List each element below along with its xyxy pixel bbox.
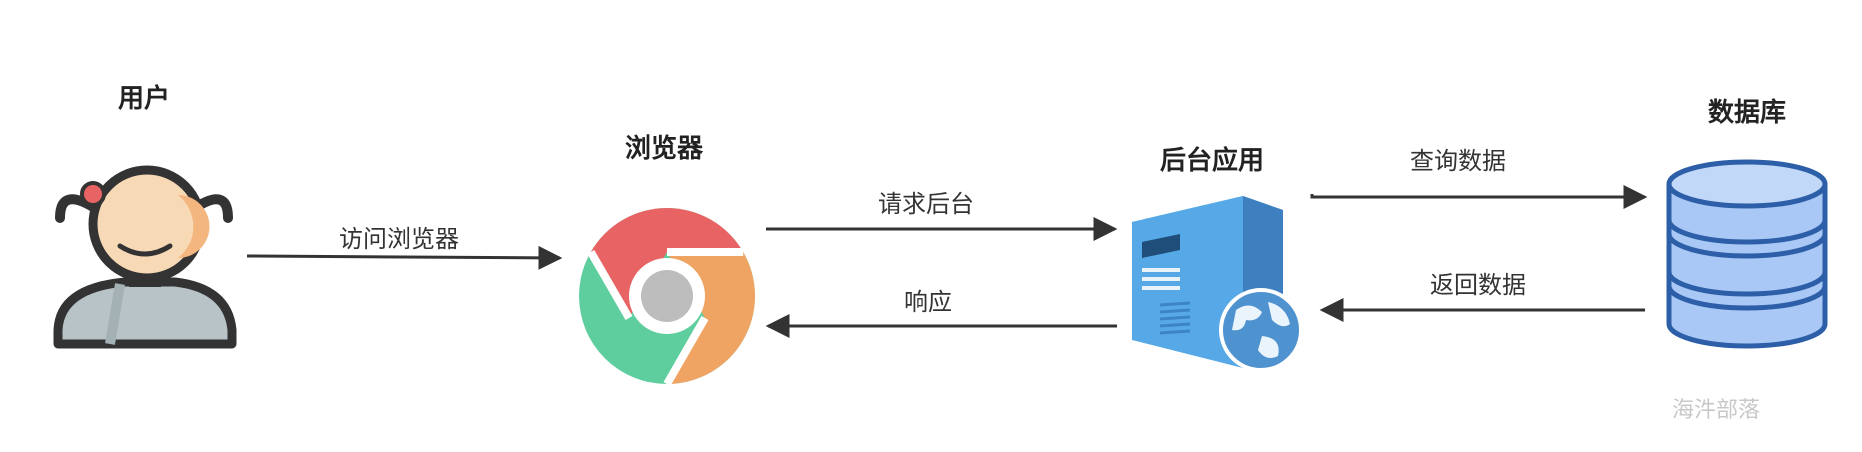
edge-label-response: 响应 [904, 288, 952, 316]
edge-label-query-data: 查询数据 [1410, 147, 1506, 175]
user-avatar-icon [53, 165, 237, 349]
node-label-database: 数据库 [1708, 98, 1787, 128]
node-label-backend: 后台应用 [1160, 146, 1265, 176]
edge-label-visit-browser: 访问浏览器 [339, 225, 459, 253]
edge-label-request-backend: 请求后台 [878, 190, 974, 218]
node-label-browser: 浏览器 [625, 134, 704, 164]
watermark: 海汼部落 [1672, 398, 1761, 423]
server-globe-icon [1132, 196, 1303, 372]
database-stack-icon [1666, 159, 1828, 349]
edge-label-return-data: 返回数据 [1430, 271, 1526, 299]
node-label-user: 用户 [118, 84, 171, 114]
chrome-browser-icon [579, 208, 755, 386]
edge-arrow-user-browser [246, 245, 563, 270]
edge-arrow-backend-database [1310, 185, 1648, 209]
